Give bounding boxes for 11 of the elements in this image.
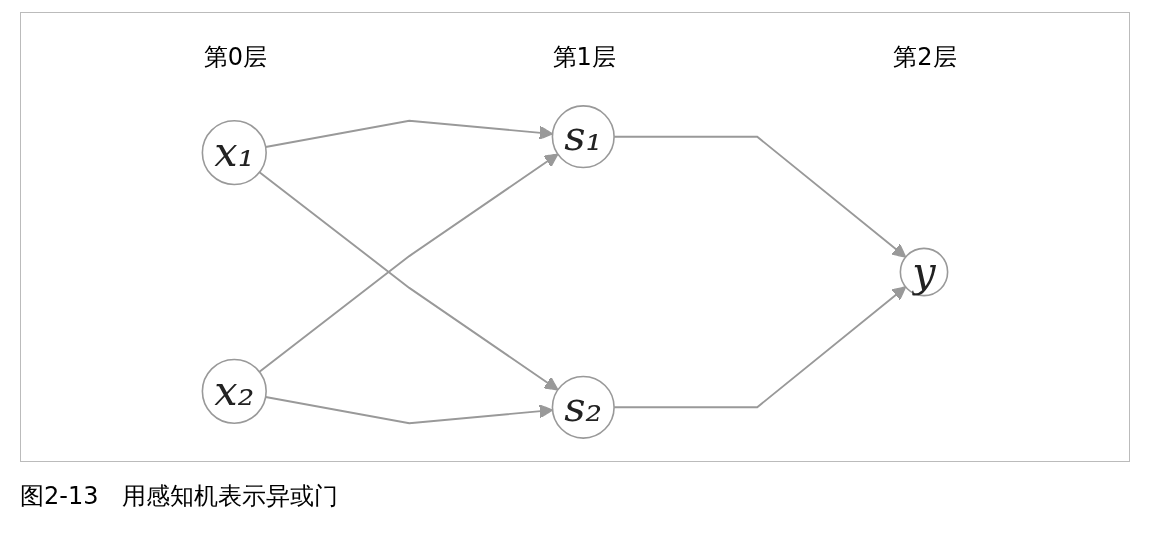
node-circle: x₂ [201, 358, 267, 425]
arrow [258, 171, 559, 391]
arrow [258, 153, 559, 373]
layer-label: 第0层 [203, 42, 267, 73]
node-circle: y [899, 247, 949, 297]
figure-caption: 图2-13 用感知机表示异或门 [20, 481, 339, 512]
node-circle: x₁ [201, 119, 267, 186]
node-circle: s₁ [551, 105, 615, 169]
node-circle: s₂ [551, 375, 615, 439]
layer-label: 第2层 [893, 42, 957, 73]
layer-label: 第1层 [552, 42, 616, 73]
